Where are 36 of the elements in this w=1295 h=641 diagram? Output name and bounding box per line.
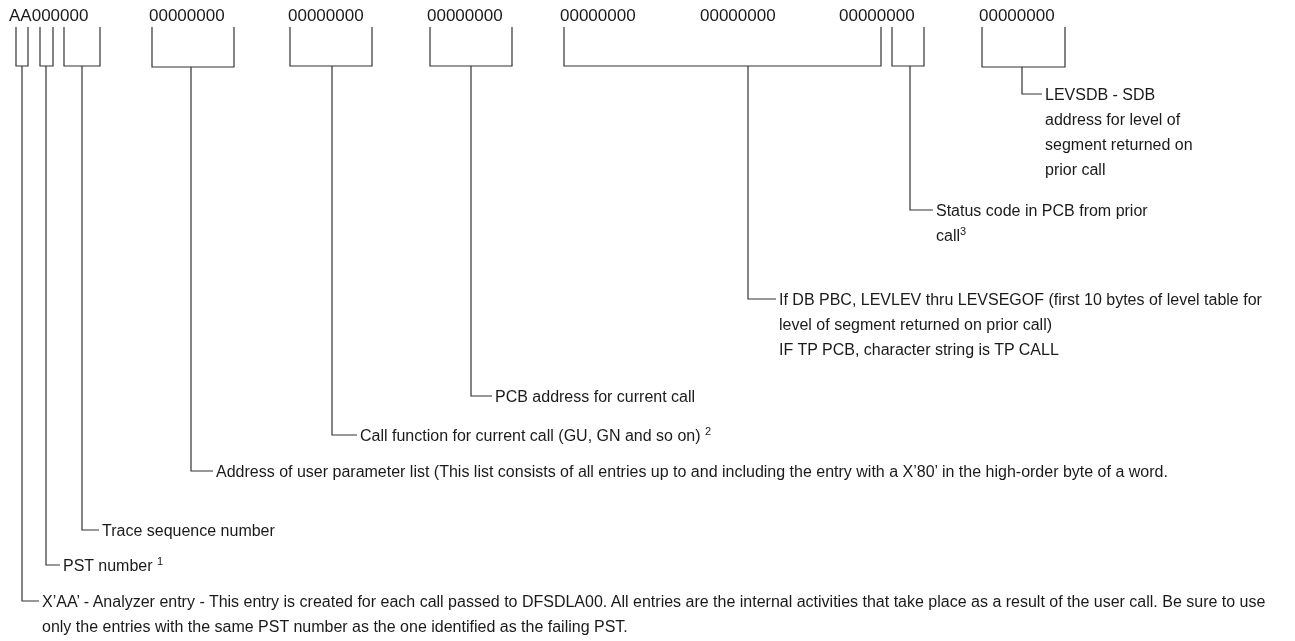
description-text: Call function for current call (GU, GN and so on) $^{2}$ bbox=[360, 423, 880, 448]
hex-value: AA000000 bbox=[9, 6, 89, 26]
hex-value: 00000000 bbox=[700, 6, 776, 26]
bracket bbox=[63, 26, 101, 67]
hex-value: 00000000 bbox=[979, 6, 1055, 26]
leader-line bbox=[747, 65, 777, 300]
description-text: Address of user parameter list (This list consists of all entries up to and including the entry with a X’80’ in the high-order byte of a word. bbox=[216, 459, 1176, 484]
description-text: IF TP PCB, character string is TP CALL bbox=[779, 340, 1060, 360]
description-text: X’AA’ - Analyzer entry - This entry is created for each call passed to DFSDLA00. All entries are the internal activities that take place as a result of the user call. Be sure to use only the entries with the same PST number as the one identified as the failing PST. bbox=[42, 589, 1292, 639]
leader-line bbox=[470, 65, 493, 397]
hex-value: 00000000 bbox=[427, 6, 503, 26]
bracket bbox=[39, 26, 54, 67]
description-text: Status code in PCB from prior call$^{3}$ bbox=[936, 198, 1166, 248]
leader-line bbox=[81, 65, 100, 531]
hex-value: 00000000 bbox=[288, 6, 364, 26]
bracket bbox=[151, 26, 235, 68]
description-text: Trace sequence number bbox=[102, 518, 422, 543]
hex-value: 00000000 bbox=[839, 6, 915, 26]
leader-line bbox=[909, 65, 934, 211]
bracket bbox=[429, 26, 513, 67]
bracket bbox=[563, 26, 882, 67]
leader-line bbox=[190, 66, 214, 472]
leader-line bbox=[21, 65, 40, 602]
hex-value: 00000000 bbox=[560, 6, 636, 26]
description-text: LEVSDB - SDB address for level of segment returned on prior call bbox=[1045, 82, 1205, 182]
leader-line bbox=[45, 65, 61, 566]
description-text: PCB address for current call bbox=[495, 384, 815, 409]
leader-line bbox=[331, 65, 358, 436]
bracket bbox=[981, 26, 1066, 68]
leader-line bbox=[1021, 66, 1043, 95]
hex-value: 00000000 bbox=[149, 6, 225, 26]
bracket bbox=[15, 26, 29, 67]
description-text: If DB PBC, LEVLEV thru LEVSEGOF (first 10 bytes of level table for level of segment returned on prior call) bbox=[779, 290, 1263, 335]
description-text: PST number $^{1}$ bbox=[63, 553, 283, 578]
bracket bbox=[891, 26, 925, 67]
bracket bbox=[289, 26, 373, 67]
